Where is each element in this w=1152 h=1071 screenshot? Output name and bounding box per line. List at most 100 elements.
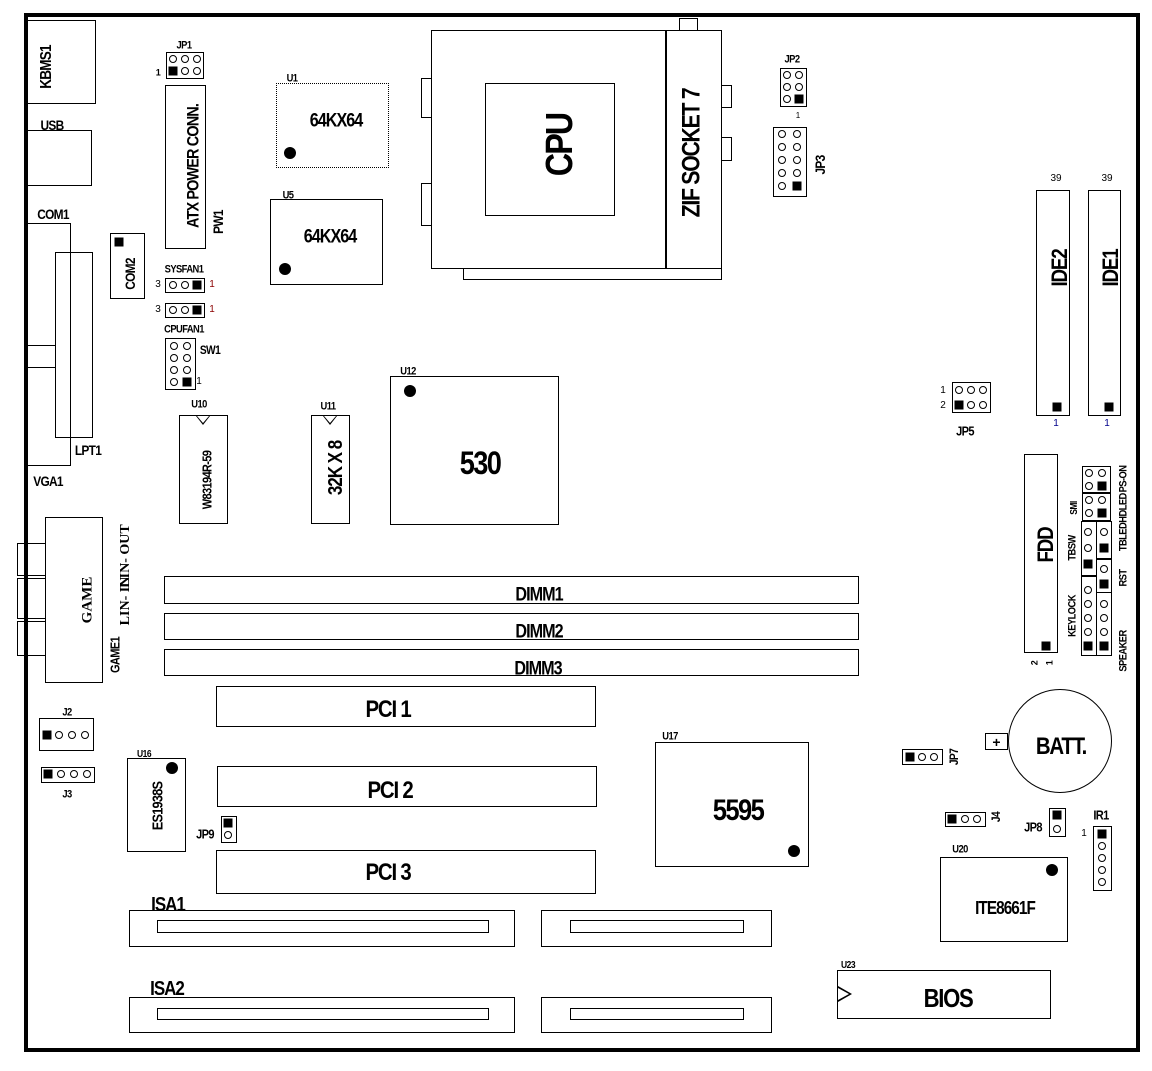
pin-1-square [1052, 402, 1062, 412]
u20-chip-label: ITE8661F [975, 898, 1036, 918]
jp3-label: JP3 [812, 155, 828, 175]
pin-1-square [1097, 829, 1107, 839]
jp7-label: JP7 [947, 748, 961, 766]
pin-1-square [792, 181, 802, 191]
kbms1-label: KBMS1 [38, 45, 55, 89]
pin [1098, 496, 1106, 504]
sysfan1-header [165, 278, 205, 293]
pin-1-square [192, 305, 202, 315]
u12-chipset [390, 376, 559, 525]
jp3-jumper [773, 127, 807, 197]
u5-cache-chip [270, 199, 383, 285]
pin-1-dot [404, 385, 416, 397]
jp2-label: JP2 [784, 53, 801, 66]
battery [1008, 689, 1112, 793]
battery-label: BATT. [1035, 733, 1087, 760]
j3-label: J3 [62, 788, 72, 801]
dimm2-label: DIMM2 [515, 621, 563, 643]
ir1-pin1: 1 [1081, 828, 1087, 839]
pin [778, 182, 786, 190]
u17-chipset [655, 742, 809, 867]
cpufan1-label: CPUFAN1 [164, 323, 204, 336]
jp7-jumper [902, 749, 943, 765]
dimm3-slot [164, 649, 859, 676]
hdled-header [1082, 493, 1111, 521]
dimm2-slot [164, 613, 859, 640]
pin-1-square [223, 818, 233, 828]
audio-jack [17, 543, 46, 576]
pin [70, 770, 78, 778]
pin [169, 55, 177, 63]
pin [1084, 528, 1092, 536]
pin [181, 67, 189, 75]
hdled-label: HDLED [1117, 493, 1130, 523]
j4-header [945, 812, 986, 827]
pin [1098, 469, 1106, 477]
isa2-slot-short [541, 997, 772, 1033]
pin [973, 815, 981, 823]
ps-on-label: PS-ON [1117, 465, 1130, 493]
audio-jack [17, 578, 46, 619]
pin [1084, 628, 1092, 636]
dimm3-label: DIMM3 [514, 658, 562, 680]
rst-label: RST [1117, 569, 1130, 587]
ir1-label: IR1 [1093, 807, 1109, 823]
isa1-slot-long [129, 910, 515, 947]
socket-tab [421, 78, 432, 118]
u11-chip-label: 32K X 8 [325, 440, 347, 496]
smi-label: SMI [1069, 501, 1080, 515]
cpufan1-header [165, 303, 205, 318]
u1-label: U1 [286, 72, 298, 85]
pin [793, 156, 801, 164]
pin-1-square [794, 94, 804, 104]
socket-tab [721, 137, 732, 161]
ide1-connector [1088, 190, 1121, 416]
u23-label: U23 [840, 960, 856, 971]
vga-divider [26, 345, 56, 368]
pin-1-dot [788, 845, 800, 857]
u17-chip-label: 5595 [712, 794, 765, 827]
pin-1-dot [1046, 864, 1058, 876]
keylock-label: KEYLOCK [1066, 595, 1079, 637]
jp8-label: JP8 [1024, 819, 1042, 835]
pin [979, 401, 987, 409]
pci2-slot [217, 766, 597, 807]
notch-inner [197, 416, 209, 423]
pin-1-square [1099, 641, 1109, 651]
pin [1098, 866, 1106, 874]
sw1-dip-switch [165, 338, 196, 390]
u20-label: U20 [952, 843, 968, 856]
pin [778, 156, 786, 164]
pin-1-square [168, 66, 178, 76]
pci3-slot [216, 850, 596, 894]
u10-label: U10 [191, 398, 207, 411]
isa1-slot-short [541, 910, 772, 947]
pin [1085, 509, 1093, 517]
dimm1-label: DIMM1 [515, 584, 563, 606]
pci2-label: PCI 2 [367, 777, 414, 804]
j3-header [41, 767, 95, 783]
j4-label: J4 [989, 811, 1003, 823]
pin-1-square [42, 730, 52, 740]
pin [169, 281, 177, 289]
pin [1084, 614, 1092, 622]
socket-tab [721, 85, 732, 108]
cpu-area [485, 83, 615, 216]
pci3-label: PCI 3 [365, 859, 412, 886]
sysfan1-pin1: 1 [209, 279, 215, 290]
pin [183, 342, 191, 350]
tbled-header [1096, 521, 1112, 559]
fdd-connector [1024, 454, 1058, 653]
jp8-jumper [1049, 808, 1066, 837]
pin [1098, 878, 1106, 886]
pin [783, 83, 791, 91]
pin [979, 386, 987, 394]
jp5-jumper [952, 382, 991, 413]
u5-chip-label: 64KX64 [303, 226, 358, 248]
pin [783, 95, 791, 103]
pin [967, 386, 975, 394]
atx-power-connector [165, 85, 206, 249]
notch-inner [324, 416, 336, 423]
audio-jack [17, 621, 46, 656]
pin [1084, 586, 1092, 594]
